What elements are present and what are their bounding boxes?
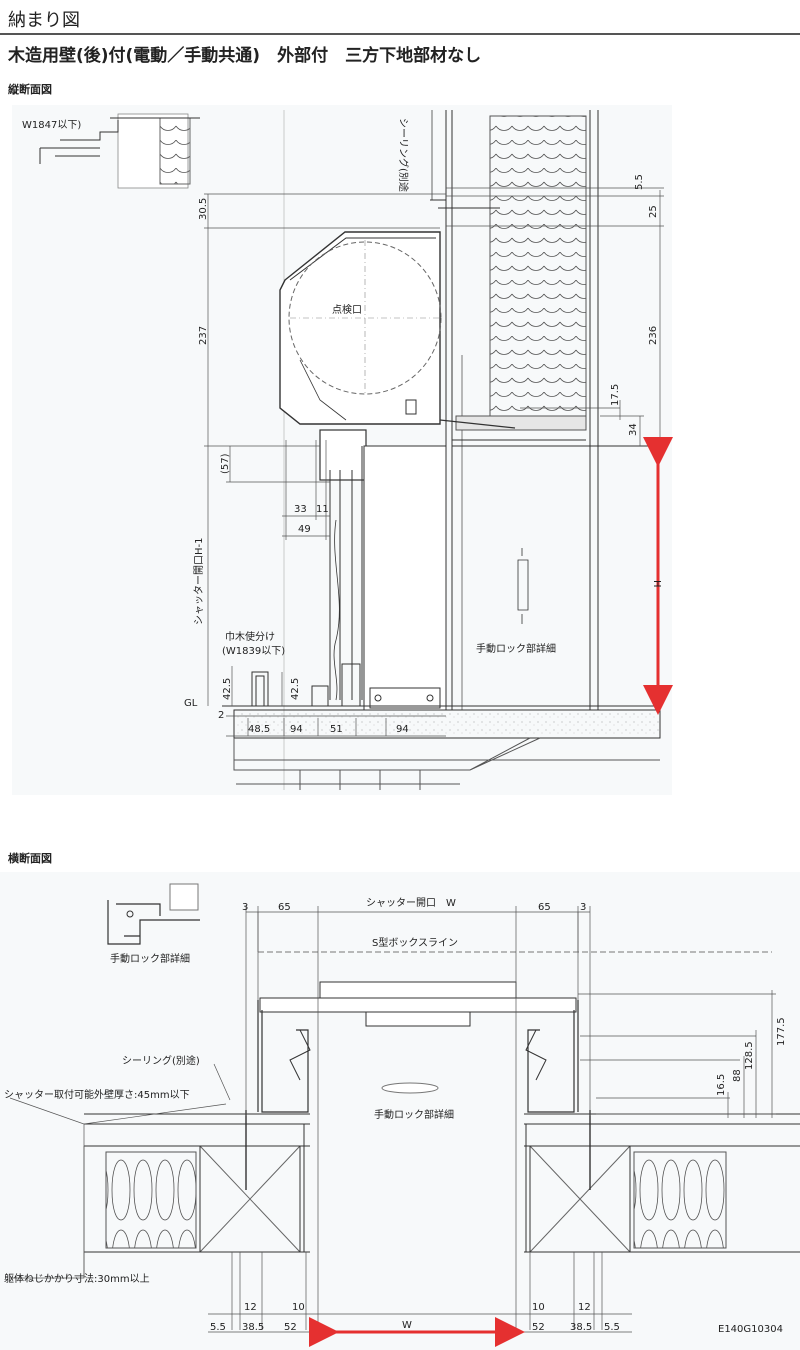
dim-94-b: 94 bbox=[396, 724, 409, 735]
dim-bottom-38-5-left: 38.5 bbox=[242, 1322, 264, 1333]
page-title: 納まり図 bbox=[8, 10, 80, 31]
dim-5-5: 5.5 bbox=[634, 174, 645, 190]
h-dimension-label: H bbox=[651, 580, 662, 588]
dim-48-5: 48.5 bbox=[248, 724, 270, 735]
dim-bottom-52-right: 52 bbox=[532, 1322, 545, 1333]
dim-top-3-left: 3 bbox=[242, 902, 248, 913]
lock-detail-label-left: 手動ロック部詳細 bbox=[110, 952, 190, 965]
inset-label: W1847以下) bbox=[22, 120, 81, 131]
dim-bottom-5-5-left: 5.5 bbox=[210, 1322, 226, 1333]
gl-label: GL bbox=[184, 698, 198, 709]
vertical-section-heading: 縦断面図 bbox=[8, 83, 52, 96]
dim-94-a: 94 bbox=[290, 724, 303, 735]
dim-42-5-b: 42.5 bbox=[290, 678, 301, 700]
opening-width-label: シャッター開口 W bbox=[366, 897, 456, 909]
dim-51: 51 bbox=[330, 724, 343, 735]
horizontal-section-heading: 横断面図 bbox=[8, 852, 52, 865]
inspection-port-label: 点検口 bbox=[332, 303, 362, 316]
dim-bottom-52-left: 52 bbox=[284, 1322, 297, 1333]
baseboard-label: 巾木使分け bbox=[225, 630, 275, 643]
drawing-code: E140G10304 bbox=[718, 1324, 783, 1335]
page-subtitle: 木造用壁(後)付(電動／手動共通) 外部付 三方下地部材なし bbox=[8, 46, 482, 66]
lock-detail-small bbox=[107, 883, 200, 945]
dim-30-5: 30.5 bbox=[198, 198, 209, 220]
vertical-dimension-lines bbox=[204, 187, 664, 737]
dim-16-5: 16.5 bbox=[716, 1074, 727, 1096]
dim-bottom-10-left: 10 bbox=[292, 1302, 305, 1313]
opening-height-label: シャッター開口H-1 bbox=[193, 538, 205, 626]
dim-57: (57) bbox=[220, 453, 231, 474]
dim-bottom-12-left: 12 bbox=[244, 1302, 257, 1313]
sealing-label-horizontal: シーリング(別途) bbox=[122, 1054, 200, 1067]
dim-236: 236 bbox=[648, 326, 659, 345]
dim-237: 237 bbox=[198, 326, 209, 345]
lock-detail-label-vertical: 手動ロック部詳細 bbox=[476, 642, 556, 655]
dim-top-3-right: 3 bbox=[580, 902, 586, 913]
horizontal-dimension-lines bbox=[9, 906, 776, 1333]
sealing-label-vertical: シーリング(別途 bbox=[397, 118, 410, 192]
dim-88: 88 bbox=[732, 1069, 743, 1082]
dim-25: 25 bbox=[648, 205, 659, 218]
box-line-label: S型ボックスライン bbox=[372, 936, 458, 949]
dim-2: 2 bbox=[218, 710, 224, 721]
dim-top-65-right: 65 bbox=[538, 902, 551, 913]
title-divider bbox=[0, 33, 800, 35]
dim-49: 49 bbox=[298, 524, 311, 535]
vertical-section-drawing bbox=[39, 110, 673, 790]
dim-bottom-10-right: 10 bbox=[532, 1302, 545, 1313]
dim-17-5: 17.5 bbox=[610, 384, 621, 406]
dim-42-5-a: 42.5 bbox=[222, 678, 233, 700]
inset-detail bbox=[39, 113, 200, 189]
baseboard-sub-label: (W1839以下) bbox=[222, 646, 285, 657]
horizontal-section-drawing bbox=[9, 883, 800, 1347]
dim-33: 33 bbox=[294, 504, 307, 515]
w-dimension-label: W bbox=[402, 1320, 412, 1331]
dim-top-65-left: 65 bbox=[278, 902, 291, 913]
dim-bottom-5-5-right: 5.5 bbox=[604, 1322, 620, 1333]
dim-bottom-38-5-right: 38.5 bbox=[570, 1322, 592, 1333]
lock-detail-label-center: 手動ロック部詳細 bbox=[374, 1108, 454, 1121]
dim-177-5: 177.5 bbox=[776, 1017, 787, 1046]
wall-thickness-label: シャッター取付可能外壁厚さ:45mm以下 bbox=[4, 1088, 190, 1101]
dim-34: 34 bbox=[628, 423, 639, 436]
screw-depth-label: 躯体ねじかかり寸法:30mm以上 bbox=[4, 1272, 150, 1285]
dim-11: 11 bbox=[316, 504, 329, 515]
dim-128-5: 128.5 bbox=[744, 1041, 755, 1070]
dim-bottom-12-right: 12 bbox=[578, 1302, 591, 1313]
